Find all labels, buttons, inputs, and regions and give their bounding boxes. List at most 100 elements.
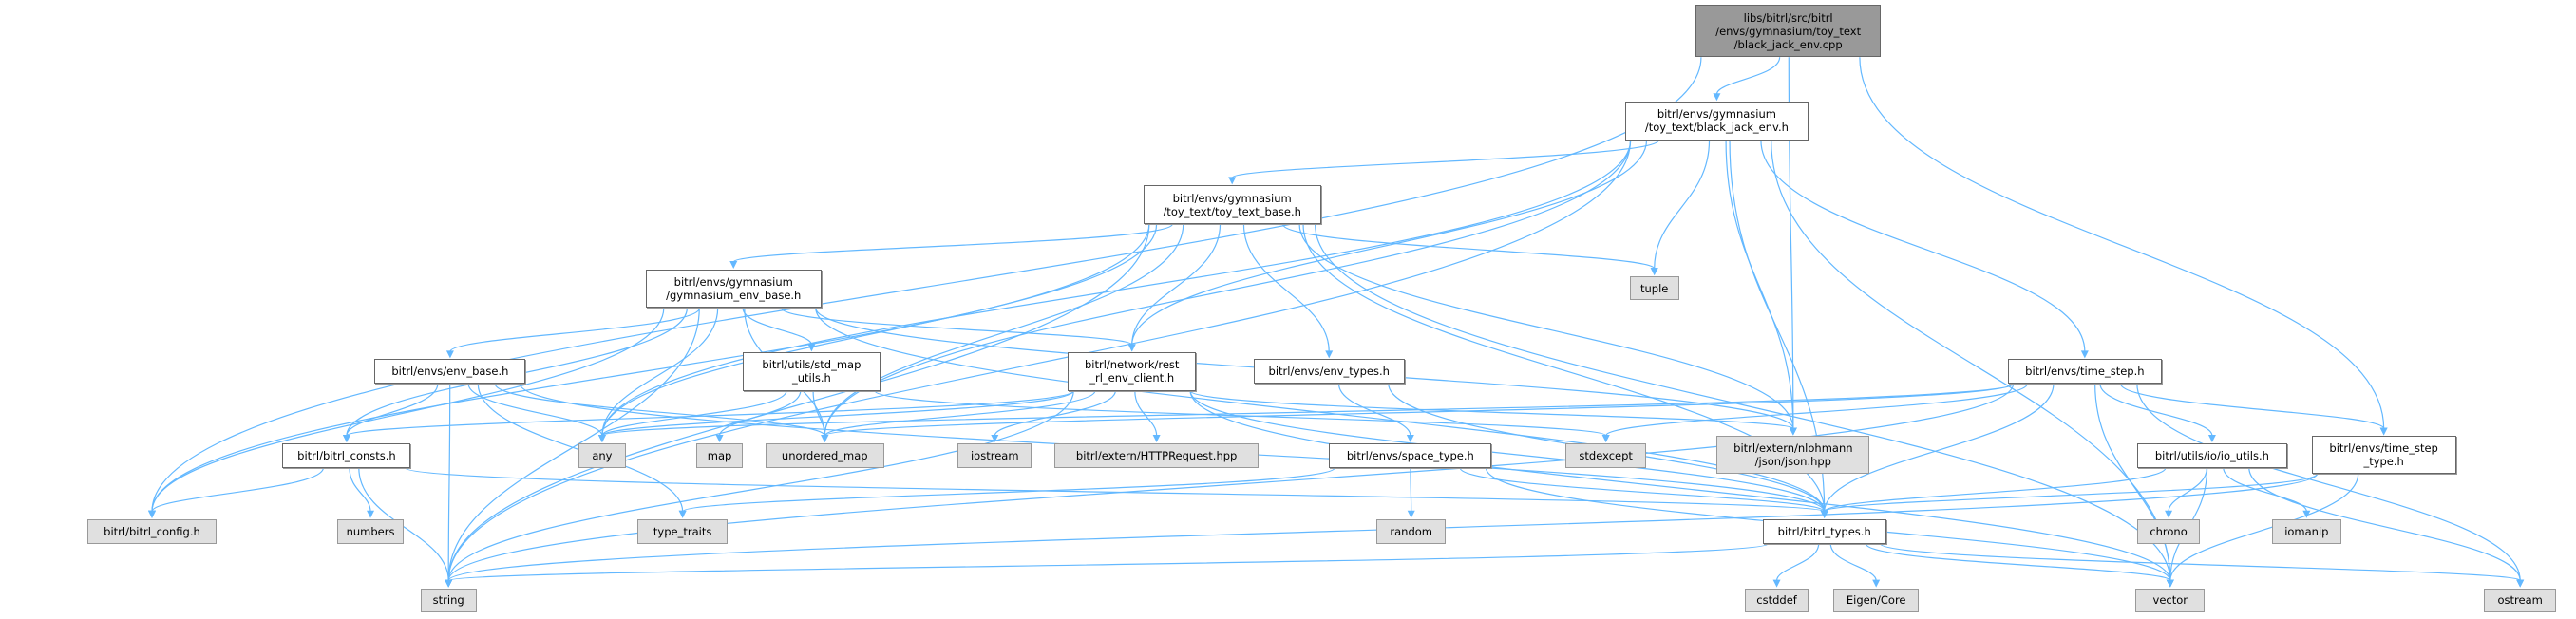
edge-ttb-to-vector bbox=[1314, 224, 2171, 581]
edge-consts-to-numbers bbox=[349, 467, 371, 512]
edge-bje-to-timestep bbox=[1760, 140, 2086, 352]
node-http[interactable]: bitrl/extern/HTTPRequest.hpp bbox=[1054, 442, 1259, 468]
edge-bje-to-ttb bbox=[1231, 140, 1659, 178]
node-root[interactable]: libs/bitrl/src/bitrl /envs/gymnasium/toy… bbox=[1695, 4, 1882, 58]
arrowhead-icon bbox=[1713, 93, 1721, 102]
edge-rest-to-consts bbox=[346, 390, 1074, 437]
edge-ioutils-to-types bbox=[1824, 467, 2167, 513]
edge-envtypes-to-spacetype bbox=[1337, 384, 1411, 437]
node-label: vector bbox=[2152, 593, 2188, 608]
arrowhead-icon bbox=[342, 434, 350, 442]
edge-bje-to-umap bbox=[824, 140, 1632, 436]
arrowhead-icon bbox=[1325, 350, 1334, 359]
edge-types-to-string bbox=[447, 543, 1770, 582]
edge-rest-to-any bbox=[601, 390, 1074, 437]
arrowhead-icon bbox=[1872, 579, 1881, 588]
edge-root-to-bje bbox=[1715, 57, 1781, 95]
edge-timestep-to-ioutils bbox=[2099, 384, 2213, 437]
edge-bje-to-rest bbox=[1131, 140, 1648, 346]
node-label: bitrl/envs/gymnasium /gymnasium_env_base… bbox=[666, 275, 802, 303]
node-tstype[interactable]: bitrl/envs/time_step _type.h bbox=[2311, 436, 2456, 474]
arrowhead-icon bbox=[2302, 510, 2311, 518]
node-numbers[interactable]: numbers bbox=[336, 518, 405, 544]
edge-rest-to-iostream bbox=[994, 390, 1116, 437]
arrowhead-icon bbox=[2165, 510, 2173, 518]
node-envtypes[interactable]: bitrl/envs/env_types.h bbox=[1253, 359, 1405, 385]
arrowhead-icon bbox=[1406, 434, 1414, 442]
node-vector[interactable]: vector bbox=[2135, 588, 2206, 613]
edge-ttb-to-umap bbox=[824, 224, 1184, 436]
edge-rest-to-types bbox=[1189, 390, 1826, 512]
arrowhead-icon bbox=[729, 261, 738, 270]
edge-geb-to-rest bbox=[780, 307, 1133, 346]
node-umap[interactable]: unordered_map bbox=[765, 442, 884, 468]
node-spacetype[interactable]: bitrl/envs/space_type.h bbox=[1329, 442, 1492, 468]
node-ostream[interactable]: ostream bbox=[2484, 588, 2557, 613]
node-json[interactable]: bitrl/extern/nlohmann /json/json.hpp bbox=[1716, 436, 1870, 474]
node-bje[interactable]: bitrl/envs/gymnasium /toy_text/black_jac… bbox=[1624, 102, 1809, 141]
edge-timestep-to-any bbox=[601, 383, 2015, 437]
node-timestep[interactable]: bitrl/envs/time_step.h bbox=[2007, 359, 2163, 385]
node-iostream[interactable]: iostream bbox=[957, 442, 1032, 468]
edge-ttb-to-rest bbox=[1131, 224, 1222, 346]
node-stdexcept[interactable]: stdexcept bbox=[1565, 442, 1647, 468]
node-label: any bbox=[592, 448, 613, 462]
node-label: bitrl/envs/env_base.h bbox=[391, 365, 509, 379]
node-stdmap[interactable]: bitrl/utils/std_map _utils.h bbox=[742, 352, 881, 391]
edge-ttb-to-tuple bbox=[1281, 223, 1656, 270]
arrowhead-icon bbox=[715, 434, 724, 442]
node-rest[interactable]: bitrl/network/rest _rl_env_client.h bbox=[1068, 352, 1197, 391]
edge-stdmap-to-umap bbox=[812, 390, 825, 436]
arrowhead-icon bbox=[445, 579, 453, 588]
edge-ioutils-to-ostream bbox=[2248, 467, 2521, 581]
edge-types-to-eigen bbox=[1829, 543, 1877, 581]
node-ioutils[interactable]: bitrl/utils/io/io_utils.h bbox=[2137, 442, 2287, 468]
edge-spacetype-to-types bbox=[1459, 467, 1826, 513]
edge-consts-to-config bbox=[151, 467, 324, 513]
node-eigen[interactable]: Eigen/Core bbox=[1833, 588, 1920, 613]
arrowhead-icon bbox=[2166, 579, 2174, 588]
arrowhead-icon bbox=[1407, 510, 1415, 518]
node-label: random bbox=[1390, 524, 1433, 538]
node-label: chrono bbox=[2150, 524, 2188, 538]
edge-ttb-to-geb bbox=[732, 223, 1173, 263]
arrowhead-icon bbox=[2516, 579, 2525, 588]
edge-geb-to-string bbox=[447, 308, 700, 581]
edge-timestep-to-umap bbox=[824, 383, 2015, 437]
node-label: cstddef bbox=[1756, 593, 1797, 608]
node-typetraits[interactable]: type_traits bbox=[637, 518, 729, 544]
edge-geb-to-types bbox=[815, 308, 1826, 512]
node-config[interactable]: bitrl/bitrl_config.h bbox=[86, 518, 218, 544]
edge-timestep-to-ostream bbox=[2136, 384, 2521, 581]
node-ttb[interactable]: bitrl/envs/gymnasium /toy_text/toy_text_… bbox=[1143, 185, 1321, 225]
edge-envbase-to-umap bbox=[494, 383, 825, 437]
edge-geb-to-config bbox=[151, 308, 665, 512]
node-iomanip[interactable]: iomanip bbox=[2272, 518, 2341, 544]
node-string[interactable]: string bbox=[420, 588, 477, 613]
node-random[interactable]: random bbox=[1376, 518, 1447, 544]
node-label: bitrl/extern/HTTPRequest.hpp bbox=[1075, 448, 1238, 462]
node-label: string bbox=[432, 593, 464, 608]
edge-geb-to-any bbox=[601, 308, 719, 436]
arrowhead-icon bbox=[445, 350, 454, 359]
node-label: numbers bbox=[346, 524, 395, 538]
node-geb[interactable]: bitrl/envs/gymnasium /gymnasium_env_base… bbox=[645, 270, 822, 309]
arrowhead-icon bbox=[1601, 434, 1610, 442]
node-label: bitrl/utils/std_map _utils.h bbox=[762, 358, 862, 385]
arrowhead-icon bbox=[821, 434, 829, 442]
arrowhead-icon bbox=[2080, 350, 2089, 359]
node-envbase[interactable]: bitrl/envs/env_base.h bbox=[374, 359, 526, 385]
edge-bje-to-vector bbox=[1771, 140, 2171, 581]
node-label: ostream bbox=[2497, 593, 2543, 608]
node-map[interactable]: map bbox=[696, 442, 743, 468]
arrowhead-icon bbox=[367, 510, 375, 518]
arrowhead-icon bbox=[1152, 434, 1161, 442]
node-cstddef[interactable]: cstddef bbox=[1744, 588, 1809, 613]
node-label: iostream bbox=[970, 448, 1019, 462]
node-consts[interactable]: bitrl/bitrl_consts.h bbox=[282, 442, 411, 468]
node-tuple[interactable]: tuple bbox=[1629, 276, 1679, 300]
edge-tstype-to-types bbox=[1824, 473, 2319, 513]
node-types[interactable]: bitrl/bitrl_types.h bbox=[1762, 518, 1886, 544]
node-any[interactable]: any bbox=[578, 442, 626, 468]
node-chrono[interactable]: chrono bbox=[2137, 518, 2200, 544]
